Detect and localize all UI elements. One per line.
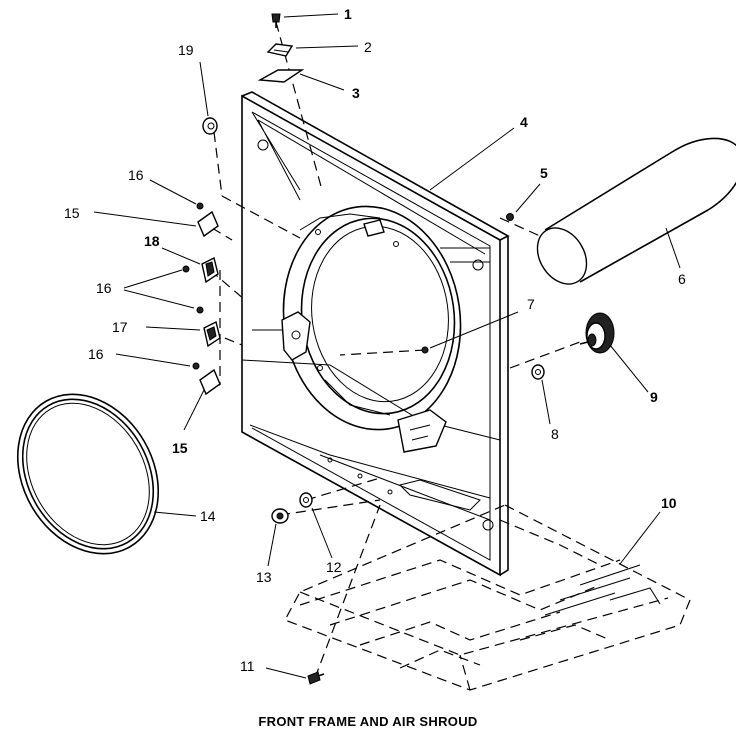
- callout-16-middle: 16: [96, 280, 112, 296]
- callout-11: 11: [240, 658, 255, 674]
- callout-4: 4: [520, 114, 528, 130]
- part-17-switch: [203, 320, 221, 348]
- callout-14: 14: [200, 508, 216, 524]
- door-opening-ring: [281, 205, 462, 453]
- assembly-lines: [209, 21, 581, 679]
- callout-15-lower: 15: [172, 440, 188, 456]
- part-13-nut: [271, 508, 289, 524]
- part-12-washer: [299, 492, 313, 508]
- callout-1: 1: [344, 6, 352, 22]
- callout-2: 2: [364, 39, 372, 55]
- callout-18: 18: [144, 233, 160, 249]
- part-1-screw: [271, 13, 281, 28]
- callout-5: 5: [540, 165, 548, 181]
- front-frame-panel: [241, 91, 510, 577]
- part-11-screw: [307, 671, 325, 685]
- callout-15-upper: 15: [64, 205, 80, 221]
- part-5-screw: [506, 213, 514, 221]
- callout-9: 9: [650, 389, 658, 405]
- callout-7: 7: [527, 296, 535, 312]
- part-18-switch: [201, 256, 219, 284]
- part-7-fastener: [421, 346, 429, 354]
- callout-16-lower: 16: [88, 346, 104, 362]
- air-shroud-base: [284, 504, 691, 691]
- part-19-grommet: [202, 117, 218, 135]
- part-6-cylinder: [536, 137, 736, 285]
- part-16-screws: [182, 202, 204, 370]
- part-14-gasket: [16, 393, 160, 555]
- part-3-bracket: [257, 69, 305, 83]
- callout-6: 6: [678, 271, 686, 287]
- callout-16-upper: 16: [128, 167, 144, 183]
- part-8-washer: [531, 364, 545, 380]
- leader-lines: [93, 13, 681, 679]
- part-15-insulators: [197, 210, 221, 396]
- part-9-pulley: [579, 312, 615, 354]
- callout-19: 19: [178, 42, 194, 58]
- callout-8: 8: [551, 426, 559, 442]
- callout-13: 13: [256, 569, 272, 585]
- callout-17: 17: [112, 319, 128, 335]
- diagram-caption: FRONT FRAME AND AIR SHROUD: [258, 714, 478, 729]
- part-2-clip: [266, 43, 294, 57]
- callout-12: 12: [326, 559, 342, 575]
- callout-10: 10: [661, 495, 677, 511]
- callout-3: 3: [352, 85, 360, 101]
